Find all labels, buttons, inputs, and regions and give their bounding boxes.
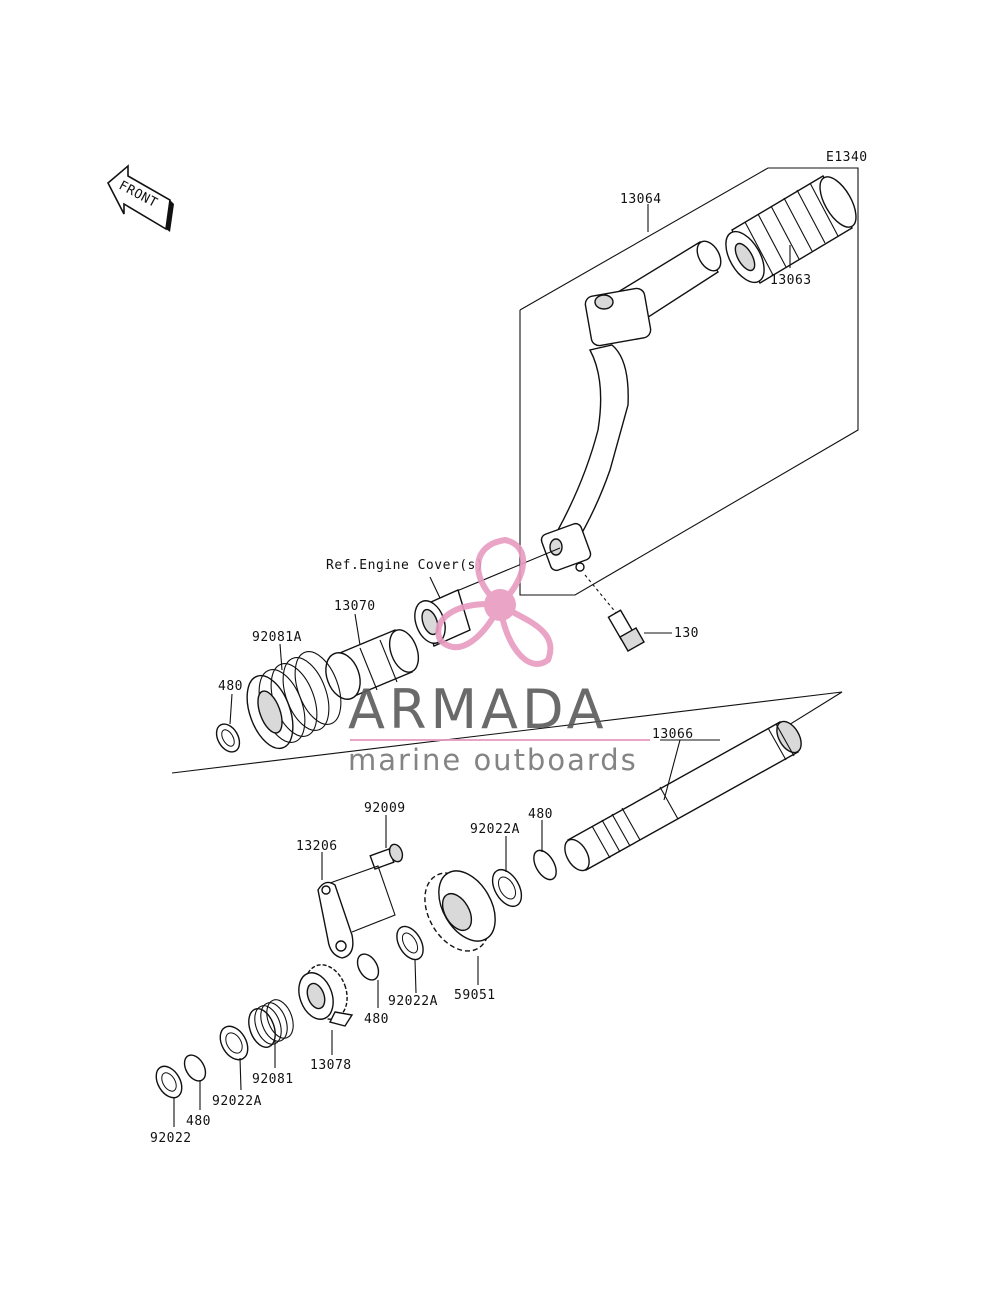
kick-grip-rubber: [725, 175, 857, 284]
circlip-480-mid: [356, 953, 380, 981]
circlip-480-upper: [533, 849, 557, 881]
gear-59051: [424, 870, 496, 952]
kick-shaft: [564, 720, 802, 872]
circlip-480-top: [215, 723, 241, 753]
leader-lines: [173, 204, 791, 1127]
washer-92022A-low: [219, 1025, 249, 1061]
kick-lever: [540, 240, 722, 572]
bolt-130: [584, 574, 672, 652]
circlip-480-low: [183, 1054, 207, 1082]
propeller-logo-icon: [435, 536, 554, 667]
label-130: 130: [674, 626, 699, 641]
label-13078: 13078: [310, 1058, 352, 1073]
label-480-top: 480: [218, 679, 243, 694]
spring-92081A: [246, 651, 342, 750]
label-13206: 13206: [296, 839, 338, 854]
label-92022A-mid: 92022A: [388, 994, 438, 1009]
label-92081: 92081: [252, 1072, 294, 1087]
watermark-tagline: marine outboards: [348, 743, 638, 777]
collar-13070: [325, 629, 420, 700]
label-92022A-low: 92022A: [212, 1094, 262, 1109]
lever-group-frame: [519, 167, 859, 596]
label-13066: 13066: [652, 727, 694, 742]
washer-92022A-upper: [491, 868, 523, 908]
label-92009: 92009: [364, 801, 406, 816]
washer-92022: [155, 1065, 183, 1099]
label-92081A: 92081A: [252, 630, 302, 645]
label-92022A-upper: 92022A: [470, 822, 520, 837]
washer-92022A-mid: [396, 925, 424, 961]
guide-plate-13206: [317, 865, 396, 959]
spring-92081: [248, 999, 294, 1048]
armada-watermark: ARMADA marine outboards: [348, 536, 650, 777]
label-480-upper: 480: [528, 807, 553, 822]
label-13064: 13064: [620, 192, 662, 207]
label-13063: 13063: [770, 273, 812, 288]
watermark-brand: ARMADA: [348, 678, 608, 741]
label-480-mid: 480: [364, 1012, 389, 1027]
ratchet-gear-13078: [298, 964, 354, 1027]
label-13070: 13070: [334, 599, 376, 614]
bolt-92009: [369, 843, 404, 870]
label-ref-engine-cover: Ref.Engine Cover(s): [326, 558, 484, 573]
front-arrow-icon: FRONT: [106, 164, 174, 232]
label-480-low: 480: [186, 1114, 211, 1129]
label-59051: 59051: [454, 988, 496, 1003]
label-92022: 92022: [150, 1131, 192, 1146]
diagram-code: E1340: [826, 150, 868, 165]
